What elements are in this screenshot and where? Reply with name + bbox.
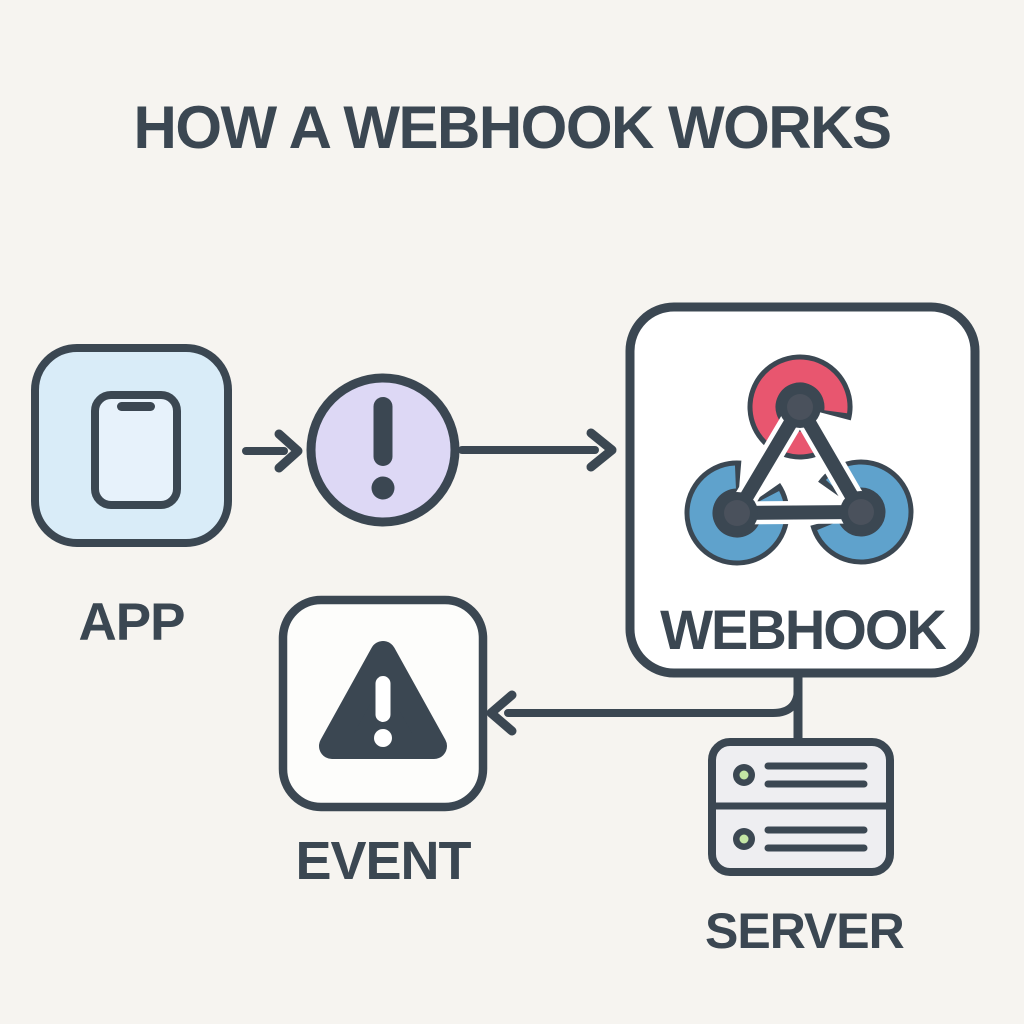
server-label: SERVER [705, 903, 905, 959]
server-led [739, 834, 749, 844]
arrow-right-icon [586, 428, 617, 472]
arrow-right-icon [274, 429, 303, 473]
event-label: EVENT [295, 831, 471, 891]
webhook-label: WEBHOOK [660, 598, 947, 661]
arrow-server-to-event [486, 684, 802, 736]
server-node [708, 738, 894, 876]
smartphone-icon [91, 391, 181, 509]
app-label: APP [78, 593, 186, 652]
exclamation-circle-icon [371, 397, 395, 500]
server-stack-icon [708, 738, 894, 876]
arrow-left-icon [486, 690, 517, 736]
webhook-logo-icon [684, 354, 914, 566]
trigger-node [306, 373, 460, 527]
server-led [739, 770, 749, 780]
event-node [278, 595, 488, 812]
warning-triangle-icon [319, 641, 447, 759]
webhook-node [625, 302, 980, 678]
arrow-app-to-trigger [242, 429, 303, 473]
arrow-trigger-to-webhook [458, 428, 617, 472]
app-node [31, 344, 232, 547]
page-title: HOW A WEBHOOK WORKS [133, 94, 892, 161]
